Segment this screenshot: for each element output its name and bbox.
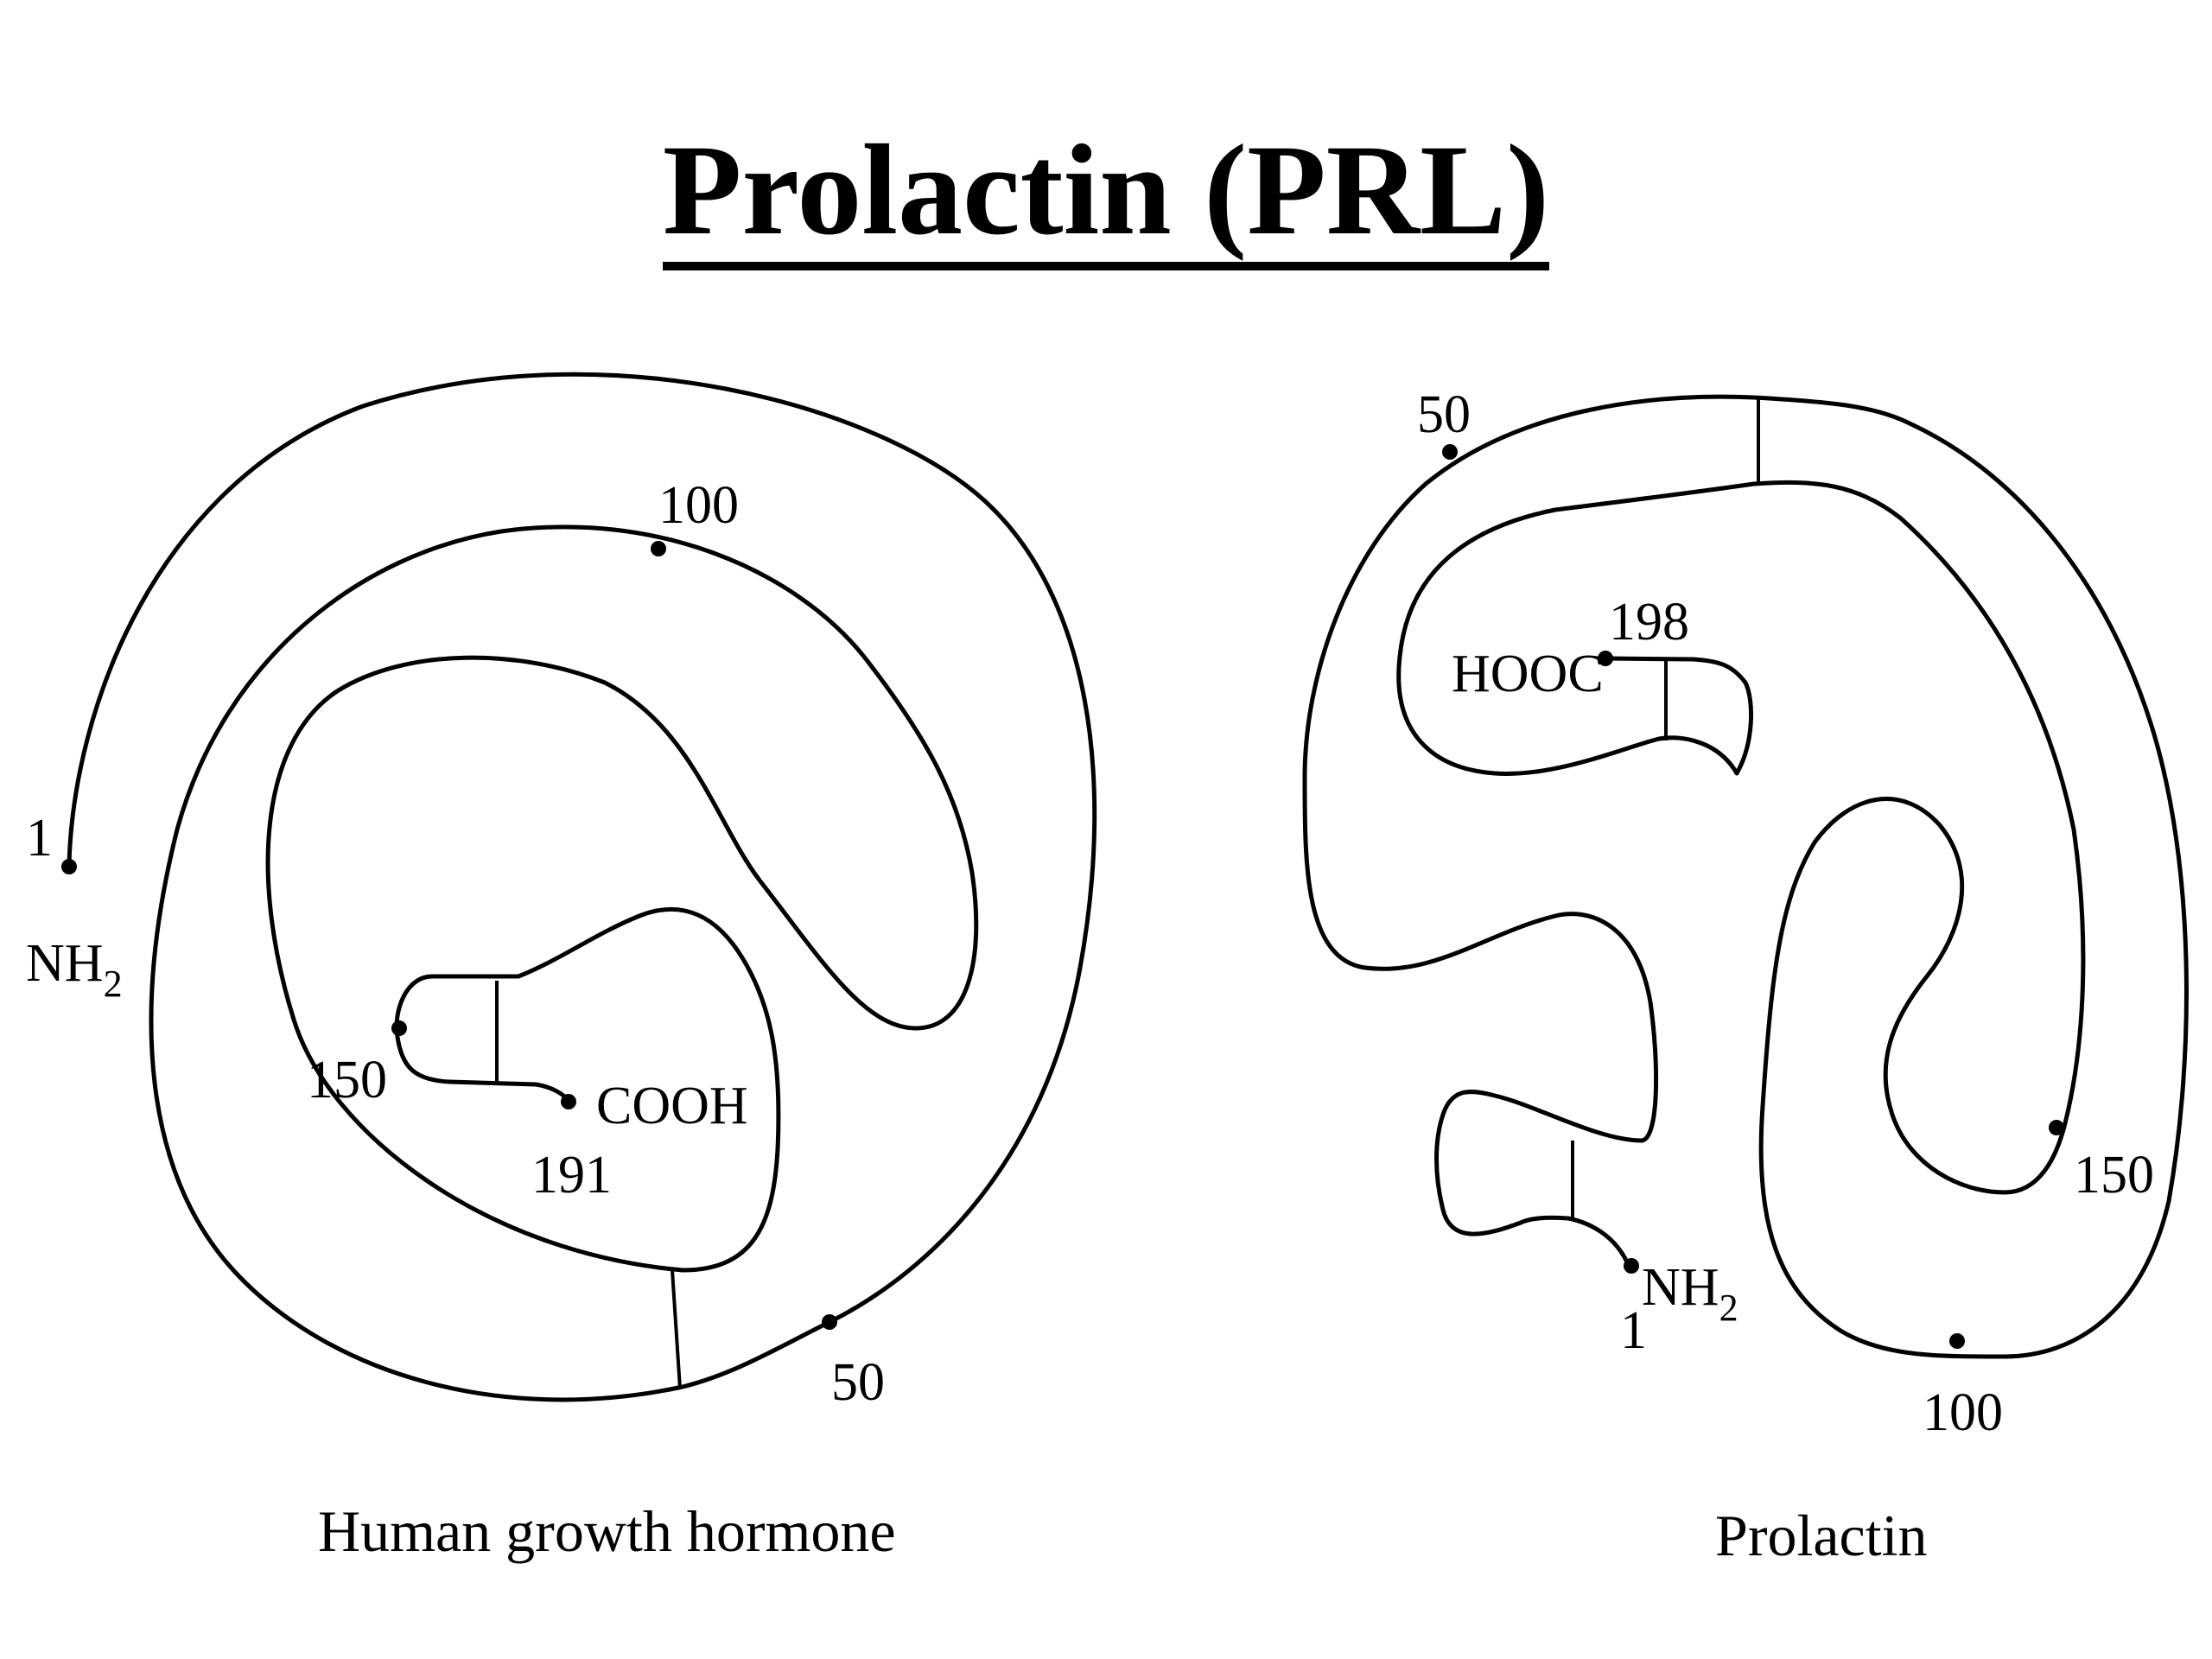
hgh-residue-150-label: 150 (307, 1051, 387, 1109)
hgh-n-terminus-text: NH (26, 934, 104, 993)
prl-residue-50-label: 50 (1417, 385, 1471, 444)
hgh-chain-outer (67, 372, 1097, 1402)
prl-n-terminus-text: NH (1642, 1258, 1719, 1317)
prl-residue-198-label: 198 (1609, 593, 1689, 652)
prl-caption: Prolactin (1715, 1503, 1928, 1568)
title-text: Prolactin (PRL) (662, 118, 1550, 270)
prl-n-terminus-number: 1 (1620, 1301, 1647, 1360)
hgh-residue-150-dot (391, 1020, 407, 1036)
hgh-residue-191-dot (561, 1094, 576, 1109)
hgh-n-terminus-dot (61, 859, 77, 874)
prl-residue-100-dot (1949, 1333, 1965, 1349)
hgh-residue-100-dot (651, 541, 666, 556)
prl-n-terminus-sub: 2 (1719, 1287, 1738, 1329)
hgh-residue-100-label: 100 (658, 476, 739, 535)
prl-chain (1302, 394, 2189, 1359)
prl-c-terminus-label: HOOC (1452, 645, 1604, 703)
prl-residue-100-label: 100 (1923, 1383, 2003, 1442)
hgh-disulfide-bond-2 (671, 1269, 682, 1389)
prl-residue-198-dot (1598, 651, 1613, 666)
hgh-n-terminus-sub: 2 (104, 963, 123, 1005)
prl-n-terminus-label: NH2 (1642, 1258, 1738, 1329)
hgh-n-terminus-number: 1 (26, 809, 53, 868)
hgh-n-terminus-label: NH2 (26, 934, 123, 1005)
prl-residue-50-dot (1442, 444, 1458, 460)
hgh-c-terminus-label: COOH (596, 1077, 748, 1135)
prl-residue-150-label: 150 (2074, 1146, 2154, 1205)
hgh-residue-191-label: 191 (531, 1146, 612, 1205)
hgh-caption: Human growth hormone (318, 1498, 896, 1564)
hgh-residue-50-label: 50 (831, 1353, 885, 1412)
prl-structure: 50 198 HOOC 150 100 NH2 1 Prolactin (1302, 385, 2189, 1568)
prl-n-terminus-dot (1624, 1258, 1639, 1274)
prl-residue-150-dot (2049, 1120, 2064, 1135)
hgh-structure: 1 NH2 100 150 COOH 191 50 Human growth h… (26, 372, 1097, 1564)
hgh-residue-50-dot (822, 1314, 837, 1330)
page-title: Prolactin (PRL) (0, 118, 2212, 270)
